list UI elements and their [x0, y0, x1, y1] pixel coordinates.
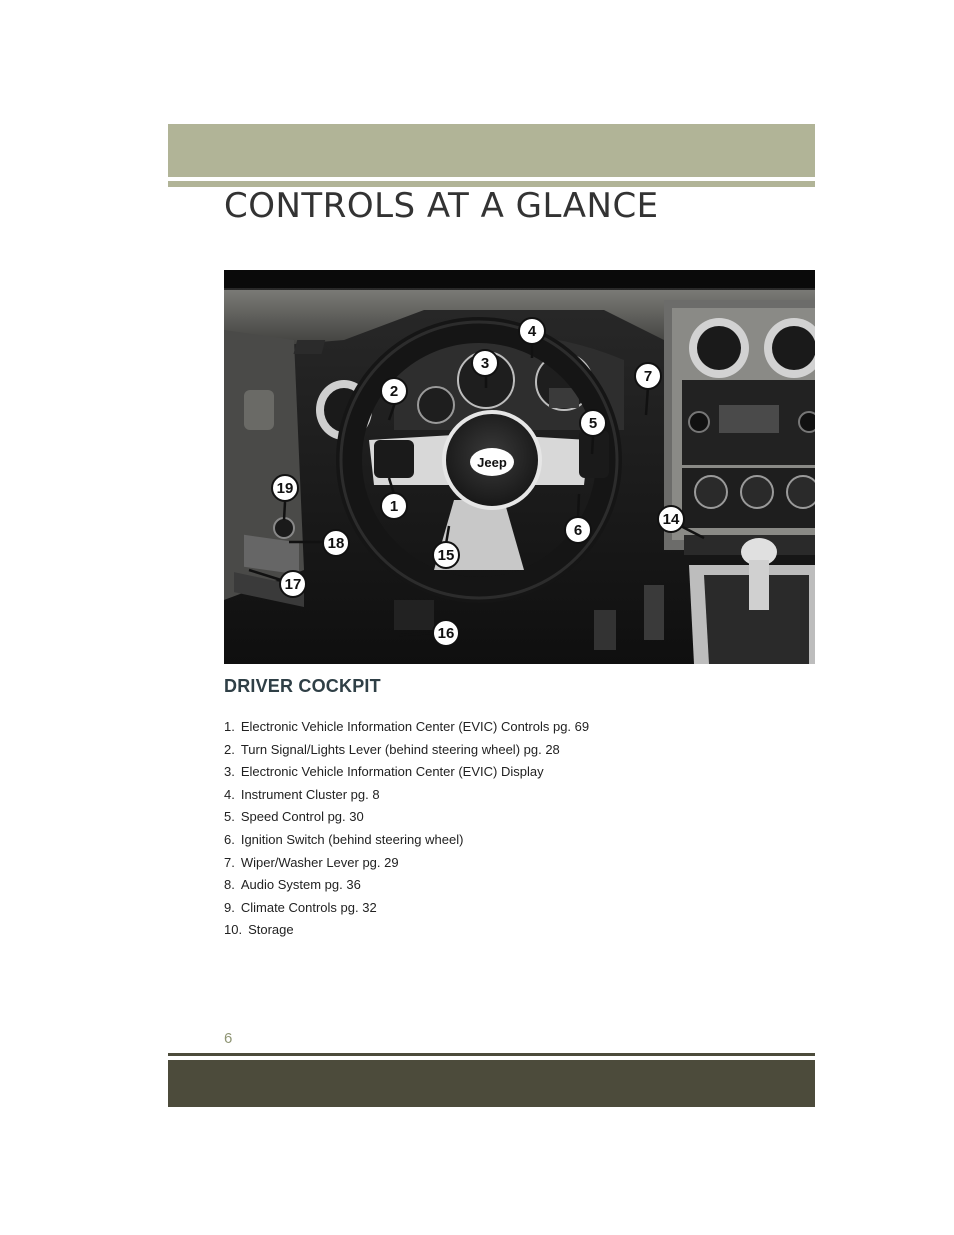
- page-title: CONTROLS AT A GLANCE: [224, 186, 659, 226]
- header-rule: [168, 181, 815, 187]
- list-item: 7. Wiper/Washer Lever pg. 29: [224, 852, 589, 875]
- item-number: 4.: [224, 786, 235, 802]
- callout-1: 1: [380, 492, 408, 520]
- list-item: 4. Instrument Cluster pg. 8: [224, 784, 589, 807]
- item-text: Electronic Vehicle Information Center (E…: [240, 719, 590, 734]
- callout-1-label: 1: [390, 498, 398, 515]
- item-number: 2.: [224, 741, 235, 757]
- callout-16-label: 16: [438, 625, 455, 642]
- callout-18-label: 18: [328, 535, 345, 552]
- item-number: 6.: [224, 831, 235, 847]
- callout-15: 15: [432, 541, 460, 569]
- callout-5-label: 5: [589, 415, 597, 432]
- callout-18: 18: [322, 529, 350, 557]
- list-item: 6. Ignition Switch (behind steering wheel…: [224, 829, 589, 852]
- list-item: 5. Speed Control pg. 30: [224, 806, 589, 829]
- callout-6: 6: [564, 516, 592, 544]
- section-heading: DRIVER COCKPIT: [224, 676, 381, 696]
- callout-5: 5: [579, 409, 607, 437]
- item-text: Storage: [248, 922, 294, 938]
- item-text: Audio System pg. 36: [240, 877, 361, 893]
- list-item: 9. Climate Controls pg. 32: [224, 897, 589, 920]
- jeep-logo: Jeep: [477, 455, 507, 470]
- item-text: Wiper/Washer Lever pg. 29: [240, 854, 399, 870]
- list-item: 8. Audio System pg. 36: [224, 874, 589, 897]
- callout-19-label: 19: [277, 480, 294, 497]
- item-number: 5.: [224, 809, 235, 825]
- callout-6-label: 6: [574, 522, 582, 539]
- callout-17: 17: [279, 570, 307, 598]
- controls-list: 1. Electronic Vehicle Information Center …: [224, 716, 589, 942]
- item-text: Speed Control pg. 30: [240, 809, 364, 825]
- page-number: 6: [224, 1030, 233, 1047]
- callout-14: 14: [657, 505, 685, 533]
- callout-16: 16: [432, 619, 460, 647]
- callout-4-label: 4: [528, 323, 537, 340]
- header-band: [168, 124, 815, 177]
- item-text: Turn Signal/Lights Lever (behind steerin…: [240, 741, 560, 757]
- callout-17-label: 17: [285, 576, 302, 593]
- callout-7-label: 7: [644, 368, 652, 385]
- callout-4: 4: [518, 317, 546, 345]
- item-text: Electronic Vehicle Information Center (E…: [240, 764, 544, 780]
- callout-15-label: 15: [438, 547, 455, 564]
- callout-3-label: 3: [481, 355, 489, 372]
- item-number: 8.: [224, 877, 235, 893]
- callout-7: 7: [634, 362, 662, 390]
- callout-2-label: 2: [390, 383, 398, 400]
- driver-cockpit-photo: Jeep 1: [224, 270, 815, 664]
- callout-19: 19: [271, 474, 299, 502]
- item-number: 3.: [224, 764, 235, 780]
- item-text: Climate Controls pg. 32: [240, 899, 377, 915]
- list-item: 3. Electronic Vehicle Information Center …: [224, 761, 589, 784]
- item-number: 1.: [224, 719, 235, 734]
- list-item: 1. Electronic Vehicle Information Center …: [224, 716, 589, 739]
- item-text: Ignition Switch (behind steering wheel): [240, 831, 464, 847]
- item-text: Instrument Cluster pg. 8: [240, 786, 380, 802]
- list-item: 10. Storage: [224, 919, 589, 942]
- callout-2: 2: [380, 377, 408, 405]
- callout-3: 3: [471, 349, 499, 377]
- footer-rule: [168, 1053, 815, 1056]
- item-number: 10.: [224, 922, 243, 938]
- callout-14-label: 14: [663, 511, 680, 528]
- item-number: 7.: [224, 854, 235, 870]
- list-item: 2. Turn Signal/Lights Lever (behind steer…: [224, 739, 589, 762]
- item-number: 9.: [224, 899, 235, 915]
- footer-band: [168, 1060, 815, 1107]
